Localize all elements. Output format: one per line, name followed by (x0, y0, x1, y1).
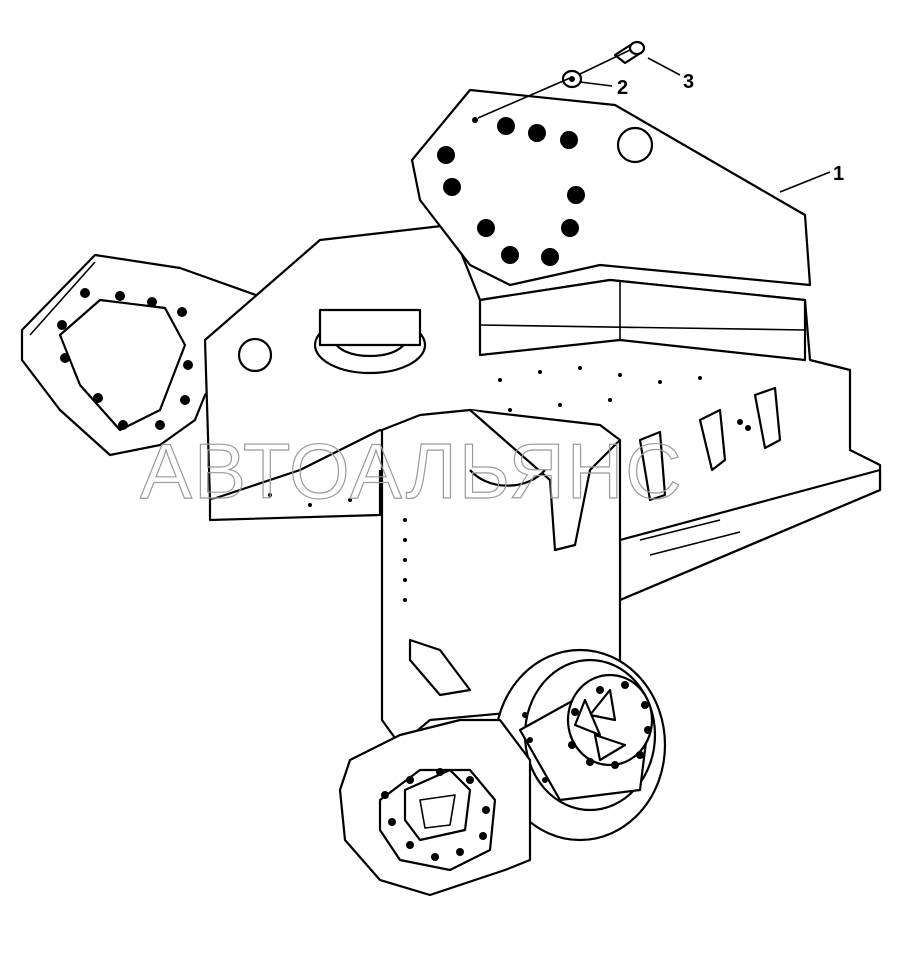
left-bracket-plate (20, 253, 272, 457)
watermark-text: АВТОАЛЬЯНС (140, 427, 684, 515)
washer (561, 69, 583, 89)
main-frame (203, 223, 882, 602)
drive-housing (338, 718, 532, 897)
callout-1: 1 (833, 163, 844, 185)
callout-2: 2 (617, 77, 628, 99)
mounting-plate (410, 88, 812, 287)
leader-lines (477, 49, 831, 193)
bolt (613, 40, 646, 65)
callout-3: 3 (683, 71, 694, 93)
drive-motor (493, 648, 667, 842)
